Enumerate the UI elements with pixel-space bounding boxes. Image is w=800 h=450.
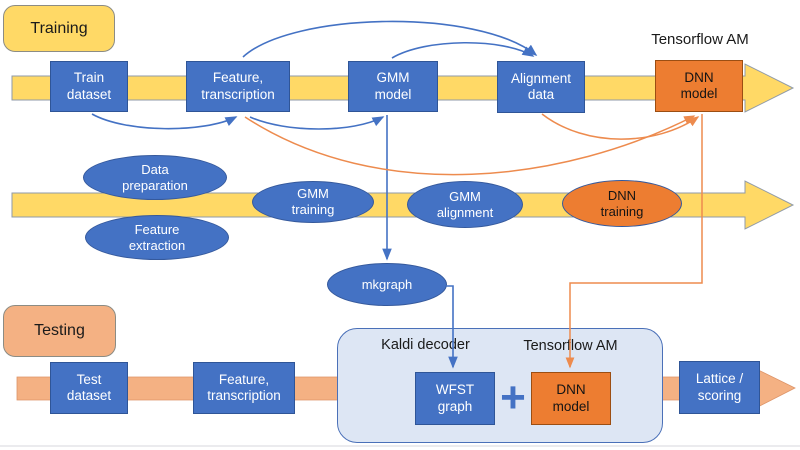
gmm-training-stage: GMM training — [252, 181, 374, 223]
train-dataset-node: Train dataset — [50, 61, 128, 112]
arrow-feature-to-alignment — [242, 20, 538, 58]
dnn-model-node-training: DNN model — [655, 60, 743, 112]
slide-bottom-edge — [0, 445, 800, 447]
dnn-training-stage: DNN training — [562, 180, 682, 227]
gmm-model-node: GMM model — [348, 61, 438, 112]
training-section-label: Training — [3, 5, 115, 52]
feature-extraction-stage: Feature extraction — [85, 215, 229, 260]
plus-sign: + — [500, 373, 526, 422]
data-preparation-stage: Data preparation — [83, 155, 227, 200]
alignment-data-node: Alignment data — [497, 61, 585, 113]
wfst-graph-node: WFST graph — [415, 372, 495, 425]
arrow-alignment-to-dnn — [541, 113, 700, 140]
kaldi-decoder-title: Kaldi decoder — [381, 337, 470, 353]
arrow-train-to-feature — [91, 113, 238, 130]
arrow-feature-to-dnn — [244, 115, 696, 176]
feature-transcription-node-training: Feature, transcription — [186, 61, 290, 112]
testing-section-label: Testing — [3, 305, 116, 357]
arrow-gmm-to-alignment — [391, 41, 535, 59]
arrow-feature-to-gmm — [249, 116, 385, 130]
dnn-model-node-testing: DNN model — [531, 372, 611, 425]
tensorflow-am-label-training: Tensorflow AM — [651, 31, 749, 48]
feature-transcription-node-testing: Feature, transcription — [193, 362, 295, 414]
mkgraph-node: mkgraph — [327, 263, 447, 306]
test-dataset-node: Test dataset — [50, 362, 128, 414]
lattice-scoring-node: Lattice / scoring — [679, 361, 760, 414]
tensorflow-am-label-testing: Tensorflow AM — [523, 338, 618, 354]
gmm-alignment-stage: GMM alignment — [407, 181, 523, 228]
